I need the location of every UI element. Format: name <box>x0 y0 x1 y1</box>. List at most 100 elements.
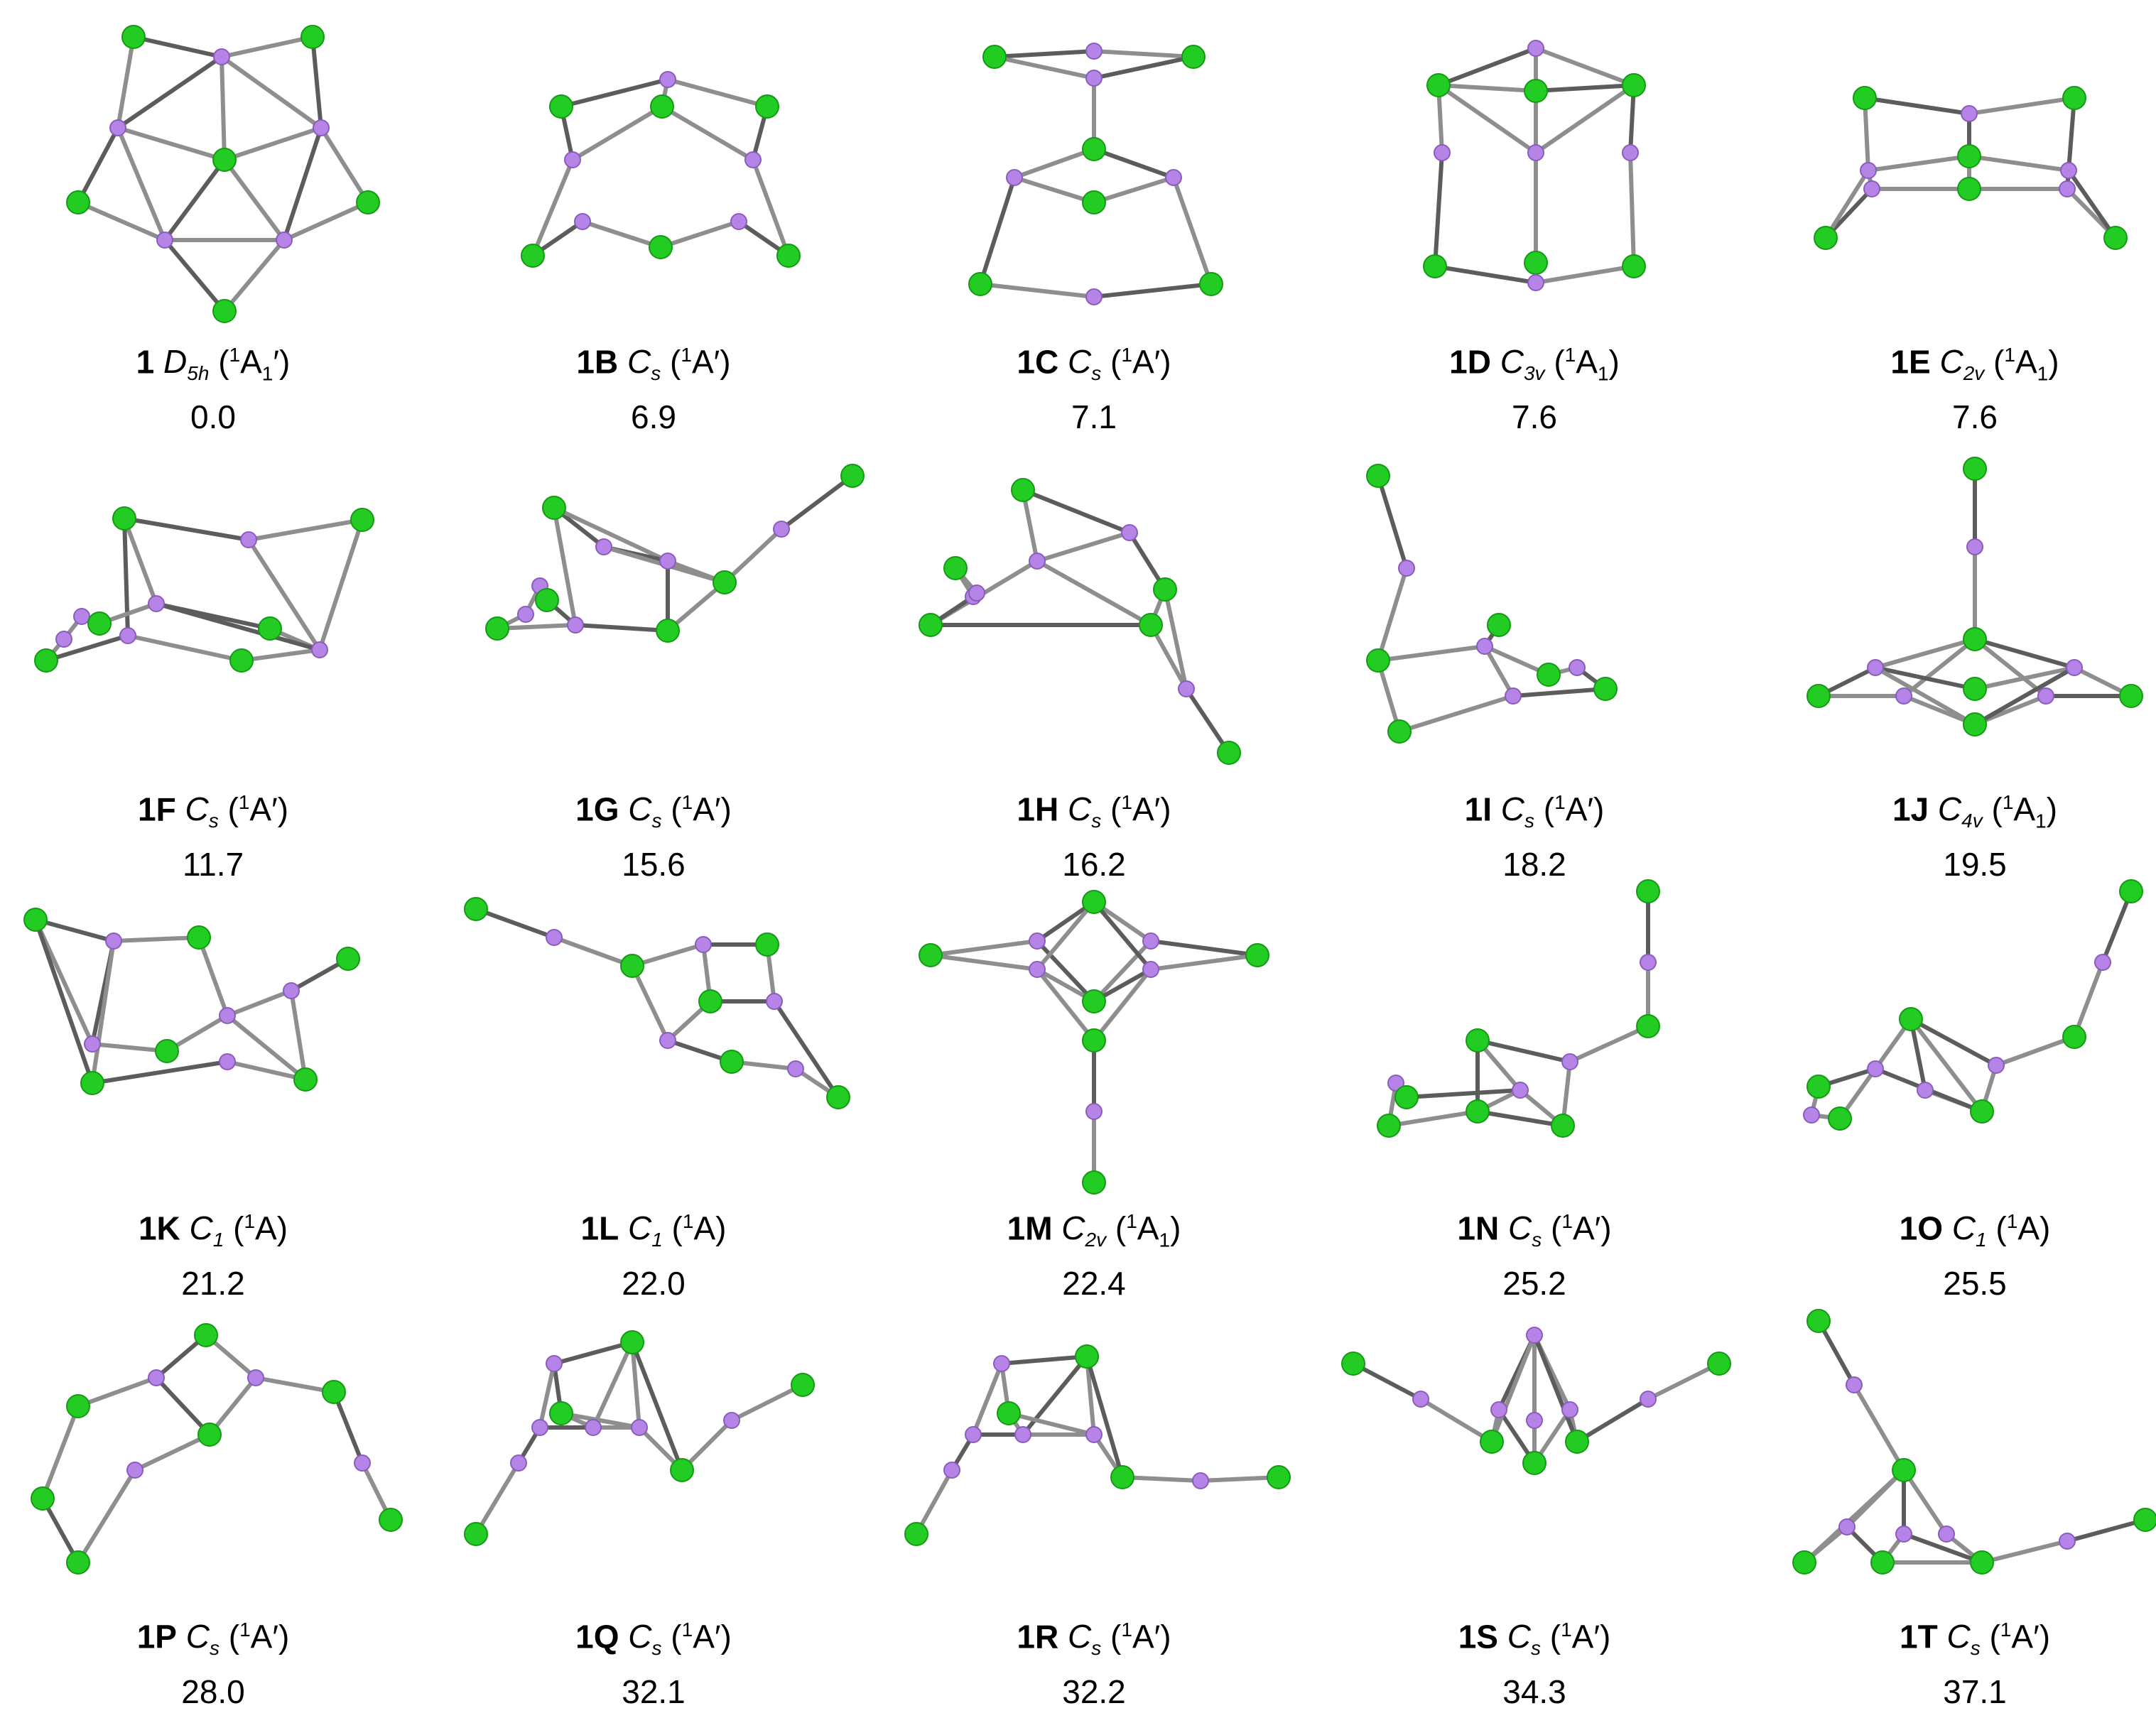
purple-atom <box>1387 1075 1404 1092</box>
state-prime: ′ <box>1154 343 1161 381</box>
green-atom <box>2062 86 2086 110</box>
bond <box>2072 960 2105 1039</box>
relative-energy: 0.0 <box>190 398 236 435</box>
purple-atom <box>126 1462 143 1479</box>
green-atom <box>1153 577 1177 602</box>
bond <box>40 1404 80 1501</box>
relative-energy: 19.5 <box>1943 845 2007 883</box>
green-atom <box>1082 137 1106 161</box>
bond <box>772 999 840 1099</box>
spin-multiplicity: 1 <box>229 344 241 366</box>
structure-1t-caption: 1T Cs (1A′)37.1 <box>1776 1609 2156 1713</box>
green-atom <box>1423 254 1447 278</box>
purple-atom <box>1846 1376 1863 1393</box>
purple-atom <box>1476 638 1493 655</box>
bond <box>928 953 1039 972</box>
point-group-subscript: s <box>1524 810 1535 832</box>
bond <box>1902 1468 1949 1536</box>
green-atom <box>80 1071 104 1095</box>
electronic-state: A <box>1565 790 1588 828</box>
point-group-subscript: 4v <box>1961 810 1983 832</box>
bond <box>1085 1354 1096 1437</box>
bond <box>1035 531 1132 563</box>
purple-atom <box>2094 954 2111 971</box>
green-atom <box>713 570 737 594</box>
green-atom <box>31 1486 55 1511</box>
purple-atom <box>730 213 747 230</box>
purple-atom <box>1863 180 1880 197</box>
spin-multiplicity: 1 <box>1564 344 1576 366</box>
bond <box>1092 939 1153 1004</box>
bond <box>928 939 1039 957</box>
spin-multiplicity: 1 <box>1121 791 1132 813</box>
purple-atom <box>2059 180 2076 197</box>
electronic-state: A <box>1132 1618 1154 1655</box>
green-atom <box>1899 1007 1923 1031</box>
bond <box>1628 151 1636 268</box>
bond <box>44 633 130 663</box>
purple-atom <box>1838 1518 1856 1535</box>
structure-1b-caption: 1B Cs (1A′)6.9 <box>455 334 852 438</box>
green-atom <box>293 1067 318 1092</box>
green-atom <box>66 190 90 214</box>
green-atom <box>464 897 488 921</box>
point-group-letter: C <box>1508 1209 1532 1247</box>
point-group-subscript: 1 <box>651 1229 663 1251</box>
point-group-letter: C <box>1061 1209 1085 1247</box>
green-atom <box>1377 1114 1401 1138</box>
structure-1f-caption: 1F Cs (1A′)11.7 <box>14 781 412 886</box>
point-group-letter: C <box>628 790 652 828</box>
bond <box>552 506 670 563</box>
green-atom <box>656 619 680 643</box>
structure-label: 1C <box>1017 343 1059 381</box>
green-atom <box>840 464 865 488</box>
bond <box>1646 1361 1721 1401</box>
bond <box>666 580 727 633</box>
bond <box>666 77 769 109</box>
purple-atom <box>240 531 257 548</box>
bond <box>1902 637 1977 698</box>
relative-energy: 25.5 <box>1943 1264 2007 1302</box>
purple-atom <box>723 1412 740 1429</box>
bond <box>1012 147 1096 180</box>
green-atom <box>1082 989 1106 1013</box>
point-group-letter: C <box>185 790 209 828</box>
bond <box>247 538 322 652</box>
purple-atom <box>1014 1426 1031 1443</box>
bond <box>1149 953 1260 972</box>
bond <box>914 1468 954 1536</box>
green-atom <box>1622 254 1646 278</box>
relative-energy: 34.3 <box>1502 1673 1566 1710</box>
point-group-letter: C <box>1939 343 1963 381</box>
green-atom <box>1636 1014 1660 1038</box>
structure-label: 1 <box>136 343 155 381</box>
green-atom <box>1466 1099 1490 1124</box>
state-prime: ′ <box>271 790 278 828</box>
purple-atom <box>659 1032 676 1049</box>
purple-atom <box>1142 932 1159 950</box>
point-group-letter: C <box>1500 790 1525 828</box>
state-prime: ′ <box>1593 1618 1600 1655</box>
point-group-subscript: 2v <box>1085 1229 1107 1251</box>
bond <box>630 1340 641 1430</box>
electronic-state: A <box>1571 1618 1594 1655</box>
bond <box>630 964 670 1043</box>
green-atom <box>968 272 992 296</box>
purple-atom <box>1569 659 1586 676</box>
electronic-state: A <box>2017 1209 2039 1247</box>
bond <box>1980 1539 2069 1565</box>
structure-1b-drawing <box>455 14 852 341</box>
green-atom <box>187 925 211 950</box>
point-group: C1 <box>628 1209 663 1251</box>
structure-1s-caption: 1S Cs (1A′)34.3 <box>1336 1609 1733 1713</box>
bond <box>207 1376 258 1437</box>
bond <box>1387 1109 1480 1128</box>
bond <box>1376 474 1409 570</box>
purple-atom <box>1029 961 1046 978</box>
purple-atom <box>531 1419 548 1436</box>
bond <box>1376 644 1487 663</box>
purple-atom <box>1085 70 1103 87</box>
relative-energy: 15.6 <box>622 845 686 883</box>
purple-atom <box>2060 162 2077 179</box>
bond <box>591 1340 634 1430</box>
